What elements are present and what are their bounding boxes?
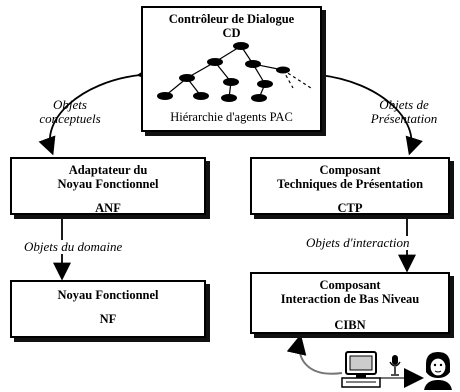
cd-box: Contrôleur de Dialogue CD — [141, 6, 322, 132]
nf-title: Noyau Fonctionnel — [57, 288, 159, 302]
user-to-cibn-arrow — [286, 334, 343, 375]
nf-box: Noyau Fonctionnel NF — [10, 280, 206, 338]
cibn-box: Composant Interaction de Bas Niveau CIBN — [250, 272, 450, 334]
microphone-icon — [389, 355, 401, 376]
tree-graph-icon — [157, 42, 312, 102]
label-objets-interaction: Objets d'interaction — [304, 236, 456, 250]
computer-icon — [341, 351, 381, 388]
cibn-line2: Interaction de Bas Niveau — [280, 292, 420, 306]
cd-title: Contrôleur de Dialogue — [168, 12, 295, 26]
ctp-box: Composant Techniques de Présentation CTP — [250, 157, 450, 215]
nf-code: NF — [99, 312, 117, 326]
cibn-line1: Composant — [319, 278, 381, 292]
anf-line2: Noyau Fonctionnel — [57, 177, 159, 191]
cibn-code: CIBN — [334, 318, 366, 332]
anf-code: ANF — [95, 201, 121, 215]
label-objets-domaine: Objets du domaine — [24, 240, 184, 254]
label-objets-conceptuels: Objets conceptuels — [20, 98, 120, 126]
cd-code: CD — [222, 26, 241, 40]
cd-ctp-arrow — [304, 64, 423, 156]
cd-anf-arrow — [38, 64, 156, 156]
label-conceptuels: conceptuels — [39, 111, 101, 126]
ctp-line2: Techniques de Présentation — [276, 177, 424, 191]
cd-caption: Hiérarchie d'agents PAC — [170, 110, 293, 124]
label-objets-presentation: Objets de Présentation — [352, 98, 456, 126]
ctp-line1: Composant — [319, 163, 381, 177]
ctp-code: CTP — [337, 201, 363, 215]
label-presentation: Présentation — [370, 111, 438, 126]
label-objets-de: Objets de — [379, 97, 429, 112]
label-objets: Objets — [53, 97, 87, 112]
anf-box: Adaptateur du Noyau Fonctionnel ANF — [10, 157, 206, 215]
anf-line1: Adaptateur du — [68, 163, 148, 177]
user-icon — [424, 352, 452, 390]
